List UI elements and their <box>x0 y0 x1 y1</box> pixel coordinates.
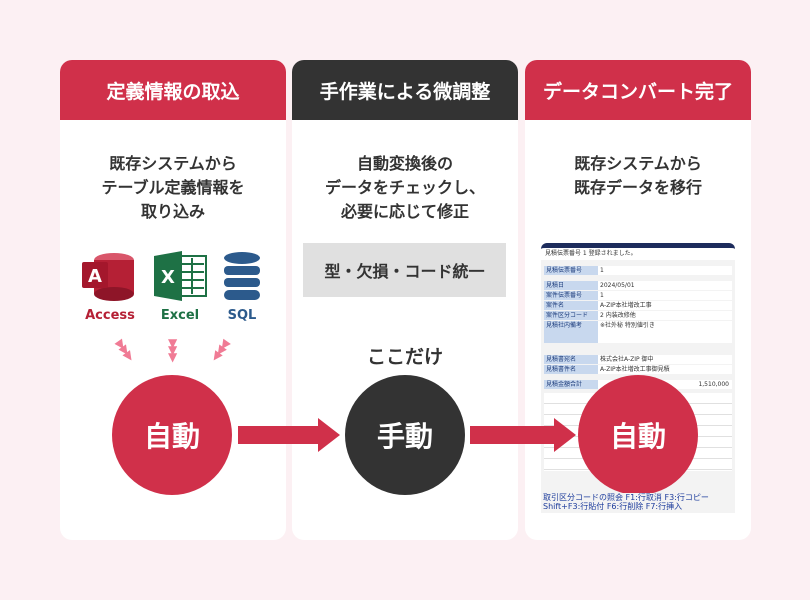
field-label: 案件伝票番号 <box>544 291 598 300</box>
excel-icon: X <box>154 251 207 301</box>
form-message: 見積伝票番号 1 登録されました。 <box>541 248 735 260</box>
step-description: 既存システムから テーブル定義情報を 取り込み <box>60 152 286 224</box>
field-label: 見積書宛名 <box>544 355 598 364</box>
manual-circle: 手動 <box>345 375 465 495</box>
step-header: 手作業による微調整 <box>292 60 518 120</box>
form-row: 見積社内備考※社外秘 特別値引き <box>544 321 732 343</box>
step-header: データコンバート完了 <box>525 60 751 120</box>
auto-circle: 自動 <box>112 375 232 495</box>
adjustment-box: 型・欠損・コード統一 <box>303 243 506 297</box>
field-label: 見積書件名 <box>544 365 598 374</box>
field-label: 見積金額合計 <box>544 380 598 389</box>
form-row: 見積書宛名株式会社A-ZIP 御中 <box>544 355 732 364</box>
field-label: 案件区分コード <box>544 311 598 320</box>
only-here-note: ここだけ <box>366 346 443 368</box>
field-label: 見積伝票番号 <box>544 266 598 275</box>
desc-line: 取り込み <box>140 202 205 221</box>
field-value: 株式会社A-ZIP 御中 <box>598 355 732 364</box>
desc-line: テーブル定義情報を <box>101 178 245 197</box>
source-label-sql: SQL <box>227 308 257 323</box>
desc-line: データをチェックし、 <box>324 178 485 197</box>
step-description: 自動変換後の データをチェックし、 必要に応じて修正 <box>292 152 518 224</box>
arrow-right-icon <box>470 418 576 452</box>
step-card-manual: 手作業による微調整 自動変換後の データをチェックし、 必要に応じて修正 型・欠… <box>292 60 518 540</box>
field-value: A-ZIP本社増改工事御見積 <box>598 365 732 374</box>
field-value: 2024/05/01 <box>598 281 732 290</box>
step-description: 既存システムから 既存データを移行 <box>525 152 751 200</box>
svg-text:X: X <box>161 267 175 288</box>
source-label-access: Access <box>85 308 135 323</box>
field-value: 1 <box>598 291 732 300</box>
field-label: 見積社内備考 <box>544 321 598 343</box>
desc-line: 既存システムから <box>109 154 237 173</box>
field-value: 2 内装改修他 <box>598 311 732 320</box>
form-footer: 取引区分コードの照会 F1:行取消 F3:行コピー Shift+F3:行貼付 F… <box>543 493 733 511</box>
arrow-right-icon <box>238 418 340 452</box>
desc-line: 自動変換後の <box>356 154 453 173</box>
desc-line: 既存データを移行 <box>573 178 702 197</box>
desc-line: 必要に応じて修正 <box>340 202 469 221</box>
source-label-excel: Excel <box>160 308 200 323</box>
field-value: 1 <box>598 266 732 275</box>
field-label: 見積日 <box>544 281 598 290</box>
svg-text:A: A <box>88 266 102 287</box>
field-label: 案件名 <box>544 301 598 310</box>
chevron-down-icon: ▼▼▼ <box>168 336 178 364</box>
field-value: ※社外秘 特別値引き <box>598 321 732 343</box>
step-header: 定義情報の取込 <box>60 60 286 120</box>
access-icon: A <box>82 253 134 301</box>
database-icon <box>224 252 260 300</box>
desc-line: 既存システムから <box>574 154 702 173</box>
auto-circle: 自動 <box>578 375 698 495</box>
field-value: A-ZIP本社増改工事 <box>598 301 732 310</box>
